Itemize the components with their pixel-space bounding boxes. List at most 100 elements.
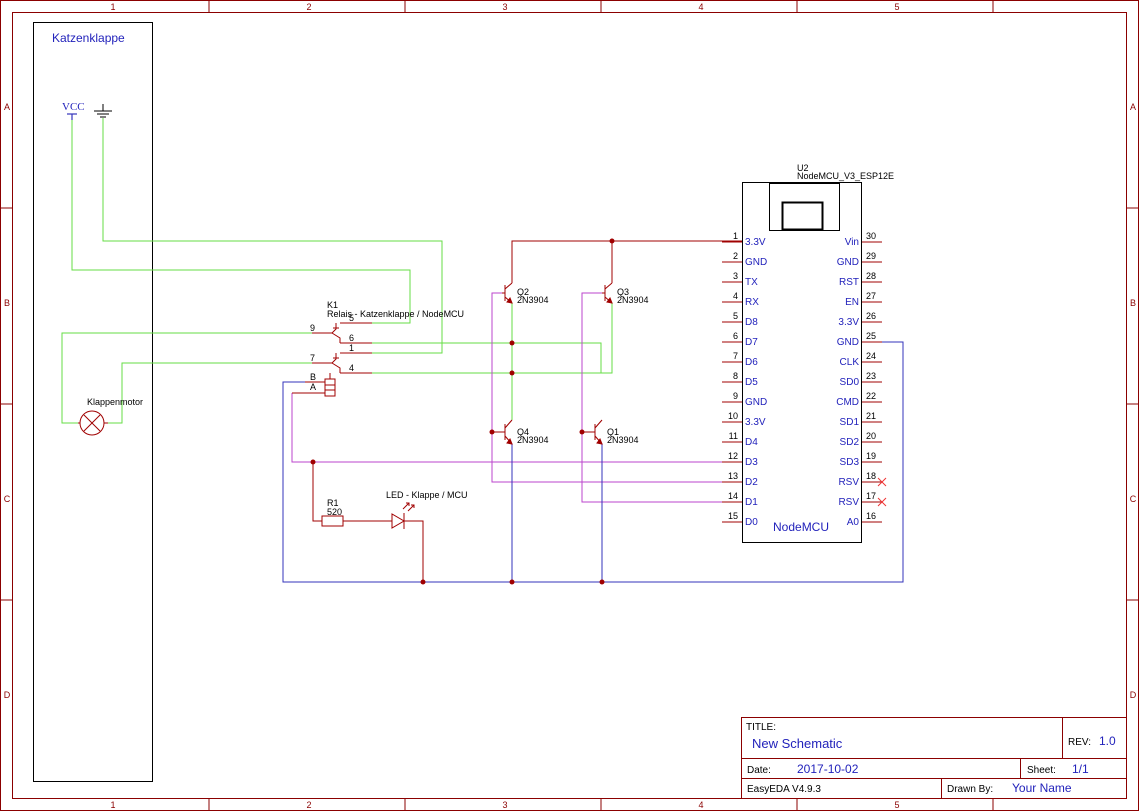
led-label: LED - Klappe / MCU bbox=[386, 490, 468, 500]
panel-title: Katzenklappe bbox=[52, 31, 125, 45]
pin-number: 26 bbox=[866, 311, 876, 321]
title-block bbox=[741, 717, 1127, 799]
pin-number: 25 bbox=[866, 331, 876, 341]
frame-col-top: 4 bbox=[698, 2, 703, 12]
relay-pin-label: 9 bbox=[310, 323, 315, 333]
module-pin-right: 26 3.3V bbox=[838, 311, 882, 328]
frame-row-left: D bbox=[4, 690, 11, 700]
pin-number: 27 bbox=[866, 291, 876, 301]
no-connect-icon bbox=[877, 497, 887, 507]
pin-name: GND bbox=[745, 397, 767, 408]
vcc-label: VCC bbox=[62, 101, 85, 113]
pin-name: D4 bbox=[745, 437, 758, 448]
frame-col-bottom: 1 bbox=[110, 800, 115, 810]
wires-blue bbox=[282, 341, 904, 583]
pin-name: SD0 bbox=[840, 377, 860, 388]
drawn-by-label: Drawn By: bbox=[947, 784, 993, 795]
date-label: Date: bbox=[747, 765, 771, 776]
module-pin-left: 5D8 bbox=[722, 311, 758, 328]
wires-red bbox=[312, 240, 742, 582]
pin-number: 11 bbox=[729, 431, 738, 441]
module-right-pins: 30Vin29GND28RST27EN263.3V25GND24CLK23SD0… bbox=[836, 231, 882, 528]
wires-purple bbox=[291, 292, 742, 503]
pin-name: SD1 bbox=[840, 417, 860, 428]
relay-symbol bbox=[292, 322, 372, 397]
pin-name: A0 bbox=[847, 517, 860, 528]
frame-col-bottom: 5 bbox=[894, 800, 899, 810]
pin-name: D3 bbox=[745, 457, 758, 468]
transistor-q3 bbox=[602, 282, 613, 304]
transistor-ref: Q1 bbox=[607, 427, 619, 437]
transistor-type: 2N3904 bbox=[517, 435, 549, 445]
pin-number: 20 bbox=[866, 431, 876, 441]
vcc-symbol bbox=[67, 113, 77, 120]
transistor-q4 bbox=[492, 419, 513, 445]
pin-number: 7 bbox=[733, 351, 738, 361]
frame-col-top: 1 bbox=[110, 2, 115, 12]
antenna-outline bbox=[769, 183, 840, 231]
pin-name: Vin bbox=[845, 237, 859, 248]
relay-pin-label: 5 bbox=[349, 313, 354, 323]
nodemcu-body bbox=[742, 182, 862, 543]
frame-col-top: 3 bbox=[502, 2, 507, 12]
title-label: TITLE: bbox=[746, 722, 776, 733]
frame-col-bottom: 2 bbox=[306, 800, 311, 810]
frame-col-bottom: 4 bbox=[698, 800, 703, 810]
pin-name: GND bbox=[837, 257, 859, 268]
module-ref: U2 bbox=[797, 163, 809, 173]
pin-name: RX bbox=[745, 297, 759, 308]
frame-row-right: B bbox=[1130, 298, 1136, 308]
pin-name: D0 bbox=[745, 517, 758, 528]
no-connect-icon bbox=[877, 477, 887, 487]
transistor-type: 2N3904 bbox=[517, 295, 549, 305]
transistor-ref: Q3 bbox=[617, 287, 629, 297]
pin-number: 2 bbox=[733, 251, 738, 261]
module-pin-left: 3TX bbox=[722, 271, 758, 288]
pin-name: SD3 bbox=[840, 457, 860, 468]
pin-name: 3.3V bbox=[838, 317, 859, 328]
pin-name: EN bbox=[845, 297, 859, 308]
pin-number: 10 bbox=[728, 411, 738, 421]
relay-name: Relais - Katzenklappe / NodeMCU bbox=[327, 309, 464, 319]
module-pin-left: 13.3V bbox=[722, 231, 766, 248]
pin-name: D5 bbox=[745, 377, 758, 388]
drawn-by-value: Your Name bbox=[1012, 781, 1072, 795]
pin-name: D6 bbox=[745, 357, 758, 368]
sheet-label: Sheet: bbox=[1027, 765, 1056, 776]
module-label: NodeMCU bbox=[773, 520, 829, 534]
pin-number: 17 bbox=[866, 491, 876, 501]
module-left-pins: 13.3V2GND3TX4RX5D86D77D68D59GND103.3V11D… bbox=[722, 231, 767, 528]
wire-junctions bbox=[310, 238, 615, 585]
pin-number: 14 bbox=[728, 491, 738, 501]
frame-row-left: A bbox=[4, 102, 10, 112]
transistor-type: 2N3904 bbox=[607, 435, 639, 445]
pin-number: 8 bbox=[733, 371, 738, 381]
pin-name: D7 bbox=[745, 337, 758, 348]
rev-value: 1.0 bbox=[1099, 734, 1116, 748]
transistor-ref: Q2 bbox=[517, 287, 529, 297]
rev-label: REV: bbox=[1068, 737, 1091, 748]
relay-pin-label: 1 bbox=[349, 343, 354, 353]
relay-pin-label: A bbox=[310, 382, 316, 392]
pin-number: 18 bbox=[866, 471, 876, 481]
transistor-q1 bbox=[582, 419, 603, 445]
software-version: EasyEDA V4.9.3 bbox=[747, 784, 821, 795]
pin-number: 30 bbox=[866, 231, 876, 241]
resistor-ref: R1 bbox=[327, 498, 339, 508]
pin-name: D8 bbox=[745, 317, 758, 328]
pin-name: GND bbox=[837, 337, 859, 348]
transistor-ref: Q4 bbox=[517, 427, 529, 437]
wires-green bbox=[61, 118, 613, 424]
pin-number: 16 bbox=[866, 511, 876, 521]
transistor-type: 2N3904 bbox=[617, 295, 649, 305]
relay-pin-label: B bbox=[310, 372, 316, 382]
